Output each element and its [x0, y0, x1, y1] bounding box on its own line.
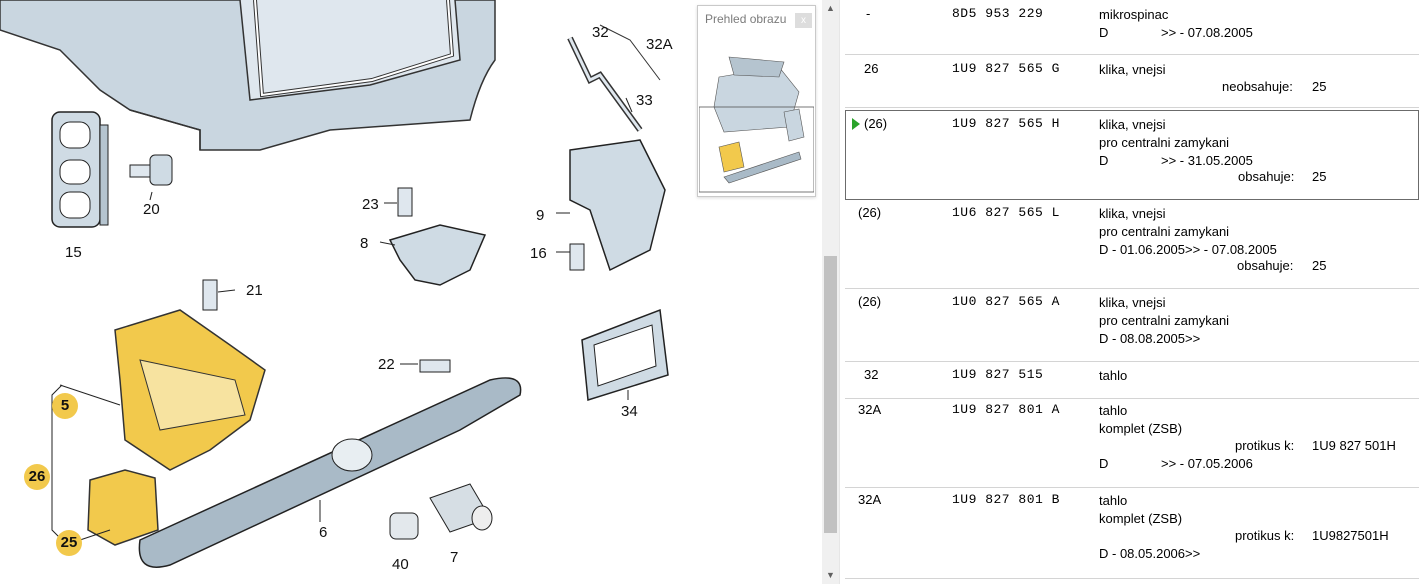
- row-part-number: 1U9 827 565 G: [952, 61, 1060, 76]
- row-position: 32A: [858, 402, 882, 417]
- row-description: klika, vnejsi pro centralni zamykani D >…: [1099, 116, 1253, 170]
- description-line: komplet (ZSB): [1099, 511, 1183, 526]
- description-line: klika, vnejsi: [1099, 206, 1166, 221]
- close-button[interactable]: x: [795, 13, 812, 28]
- callout-25[interactable]: 25: [56, 530, 82, 556]
- description-line: D - 08.08.2005>>: [1099, 331, 1201, 346]
- panel-divider[interactable]: [839, 0, 846, 584]
- row-part-number: 1U9 827 515: [952, 367, 1044, 382]
- row-part-number: 1U0 827 565 A: [952, 294, 1060, 309]
- callout-16[interactable]: 16: [530, 245, 547, 262]
- extra-value: 25: [1312, 169, 1327, 184]
- parts-row-selected[interactable]: (26) 1U9 827 565 H klika, vnejsi pro cen…: [845, 110, 1419, 200]
- callout-22[interactable]: 22: [378, 356, 395, 373]
- row-part-number: 1U9 827 801 A: [952, 402, 1060, 417]
- overview-title: Prehled obrazu: [705, 12, 787, 26]
- row-description: tahlo komplet (ZSB): [1099, 402, 1182, 438]
- description-line: tahlo: [1099, 403, 1128, 418]
- callout-26[interactable]: 26: [24, 464, 50, 490]
- parts-list: - 8D5 953 229 mikrospinac D >> - 07.08.2…: [845, 0, 1419, 584]
- extra-key: obsahuje:: [1237, 258, 1294, 273]
- parts-row[interactable]: 32A 1U9 827 801 A tahlo komplet (ZSB) pr…: [845, 399, 1419, 488]
- description-line: tahlo: [1099, 368, 1128, 383]
- description-line: D - 01.06.2005>> - 07.08.2005: [1099, 242, 1277, 257]
- row-position: (26): [858, 205, 882, 220]
- description-line: pro centralni zamykani: [1099, 313, 1230, 328]
- date-prefix: D: [1099, 456, 1109, 471]
- callout-23[interactable]: 23: [362, 196, 379, 213]
- date-prefix: D: [1099, 25, 1109, 40]
- callout-33[interactable]: 33: [636, 92, 653, 109]
- callout-32a[interactable]: 32A: [646, 36, 673, 53]
- description-line: klika, vnejsi: [1099, 295, 1166, 310]
- extra-value: 1U9827501H: [1312, 528, 1389, 543]
- row-description: klika, vnejsi: [1099, 61, 1165, 79]
- extra-key: obsahuje:: [1238, 169, 1295, 184]
- row-position: 32: [864, 367, 879, 382]
- description-line: pro centralni zamykani: [1099, 135, 1230, 150]
- parts-row[interactable]: (26) 1U6 827 565 L klika, vnejsi pro cen…: [845, 200, 1419, 289]
- parts-row[interactable]: 32A 1U9 827 801 B tahlo komplet (ZSB) pr…: [845, 488, 1419, 579]
- extra-key: protikus k:: [1235, 438, 1295, 453]
- row-position: 32A: [858, 492, 882, 507]
- date-range: >> - 07.05.2006: [1161, 456, 1253, 471]
- description-line: tahlo: [1099, 493, 1128, 508]
- description-line: komplet (ZSB): [1099, 421, 1183, 436]
- extra-key: protikus k:: [1235, 528, 1295, 543]
- diagram-scrollbar[interactable]: ▲ ▼: [822, 0, 839, 584]
- date-range: >> - 31.05.2005: [1161, 153, 1253, 168]
- parts-diagram[interactable]: 32 32A 33 9 16 34 23 8 20 15 21 22 5 26 …: [0, 0, 822, 584]
- row-part-number: 1U9 827 801 B: [952, 492, 1060, 507]
- description-line: mikrospinac: [1099, 7, 1169, 22]
- description-line: klika, vnejsi: [1099, 117, 1166, 132]
- overview-thumbnail[interactable]: [699, 37, 814, 195]
- parts-row[interactable]: (26) 1U0 827 565 A klika, vnejsi pro cen…: [845, 289, 1419, 362]
- selected-marker-icon: [852, 118, 860, 130]
- callout-21[interactable]: 21: [246, 282, 263, 299]
- row-position: 26: [864, 61, 879, 76]
- row-description: klika, vnejsi pro centralni zamykani D -…: [1099, 294, 1229, 348]
- callout-40[interactable]: 40: [392, 556, 409, 573]
- callout-20[interactable]: 20: [143, 201, 160, 218]
- extra-value: 25: [1312, 79, 1327, 94]
- description-line: pro centralni zamykani: [1099, 224, 1230, 239]
- callout-34[interactable]: 34: [621, 403, 638, 420]
- parts-row[interactable]: 32 1U9 827 515 tahlo: [845, 362, 1419, 399]
- row-description: tahlo komplet (ZSB): [1099, 492, 1182, 528]
- row-description: tahlo: [1099, 367, 1127, 385]
- callout-8[interactable]: 8: [360, 235, 369, 252]
- parts-row[interactable]: - 8D5 953 229 mikrospinac D >> - 07.08.2…: [845, 0, 1419, 55]
- callout-15[interactable]: 15: [65, 244, 82, 261]
- parts-row[interactable]: 26 1U9 827 565 G klika, vnejsi neobsahuj…: [845, 55, 1419, 108]
- extra-value: 1U9 827 501H: [1312, 438, 1396, 453]
- callout-32[interactable]: 32: [592, 24, 609, 41]
- scrollbar-thumb[interactable]: [824, 256, 837, 533]
- extra-value: 25: [1312, 258, 1327, 273]
- row-position: (26): [864, 116, 888, 131]
- row-position: -: [866, 6, 871, 21]
- row-part-number: 1U9 827 565 H: [952, 116, 1060, 131]
- date-prefix: D: [1099, 153, 1109, 168]
- extra-key: neobsahuje:: [1222, 79, 1293, 94]
- date-range: >> - 07.08.2005: [1161, 25, 1253, 40]
- scroll-down-icon[interactable]: ▼: [826, 570, 835, 580]
- description-line: klika, vnejsi: [1099, 62, 1166, 77]
- callout-5[interactable]: 5: [52, 393, 78, 419]
- row-position: (26): [858, 294, 882, 309]
- row-part-number: 1U6 827 565 L: [952, 205, 1060, 220]
- scroll-up-icon[interactable]: ▲: [826, 3, 835, 13]
- callout-7[interactable]: 7: [450, 549, 459, 566]
- callout-6[interactable]: 6: [319, 524, 328, 541]
- exploded-view-drawing: [0, 0, 669, 568]
- date-range: D - 08.05.2006>>: [1099, 546, 1201, 561]
- row-part-number: 8D5 953 229: [952, 6, 1044, 21]
- image-overview-panel[interactable]: Prehled obrazu x: [697, 5, 816, 197]
- row-description: mikrospinac D >> - 07.08.2005: [1099, 6, 1253, 42]
- row-description: klika, vnejsi pro centralni zamykani D -…: [1099, 205, 1277, 259]
- callout-9[interactable]: 9: [536, 207, 545, 224]
